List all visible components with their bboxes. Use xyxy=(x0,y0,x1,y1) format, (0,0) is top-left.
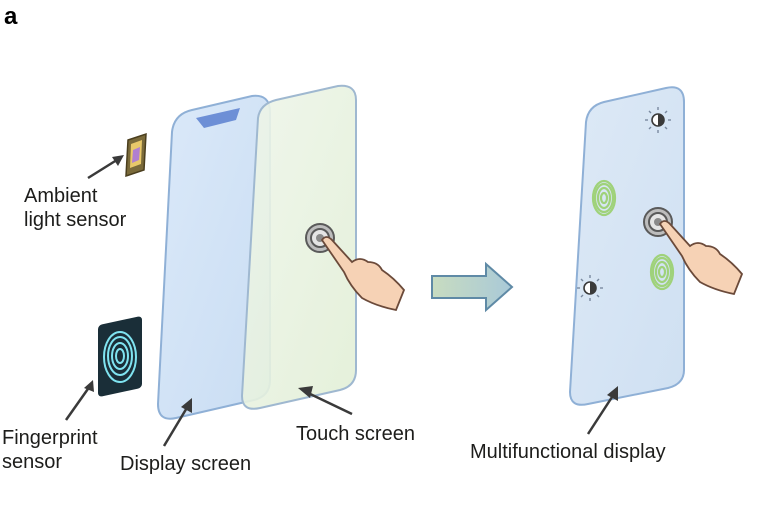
brightness-icon xyxy=(577,275,603,301)
touch-screen-pointer-arrow xyxy=(298,386,353,416)
fingerprint-label-line1: Fingerprint xyxy=(2,427,98,449)
ambient-pointer-arrow xyxy=(87,155,124,180)
multifunctional-display-label: Multifunctional display xyxy=(470,441,666,463)
pointing-finger-icon xyxy=(658,220,744,296)
display-notch xyxy=(196,108,240,128)
touch-screen-label: Touch screen xyxy=(296,423,415,445)
touch-screen-panel xyxy=(240,84,357,410)
ambient-label-line1: Ambient xyxy=(24,185,98,207)
fingerprint-icon xyxy=(591,179,617,217)
pointing-finger-icon xyxy=(320,236,406,312)
fingerprint-pointer-arrow xyxy=(64,380,94,421)
fingerprint-icon xyxy=(649,253,675,291)
display-screen-label: Display screen xyxy=(120,453,251,475)
multifunctional-pointer-arrow xyxy=(586,386,618,435)
ambient-light-sensor-chip-icon xyxy=(125,132,147,178)
ambient-label-line2: light sensor xyxy=(24,209,127,231)
fingerprint-sensor-icon xyxy=(98,316,142,397)
multifunctional-display-panel xyxy=(568,86,685,406)
panel-letter: a xyxy=(4,3,18,30)
fingerprint-label-line2: sensor xyxy=(2,451,62,473)
brightness-icon xyxy=(645,107,671,133)
display-screen-pointer-arrow xyxy=(162,398,192,447)
display-screen-panel xyxy=(156,94,271,420)
right-arrow-icon xyxy=(431,261,514,313)
